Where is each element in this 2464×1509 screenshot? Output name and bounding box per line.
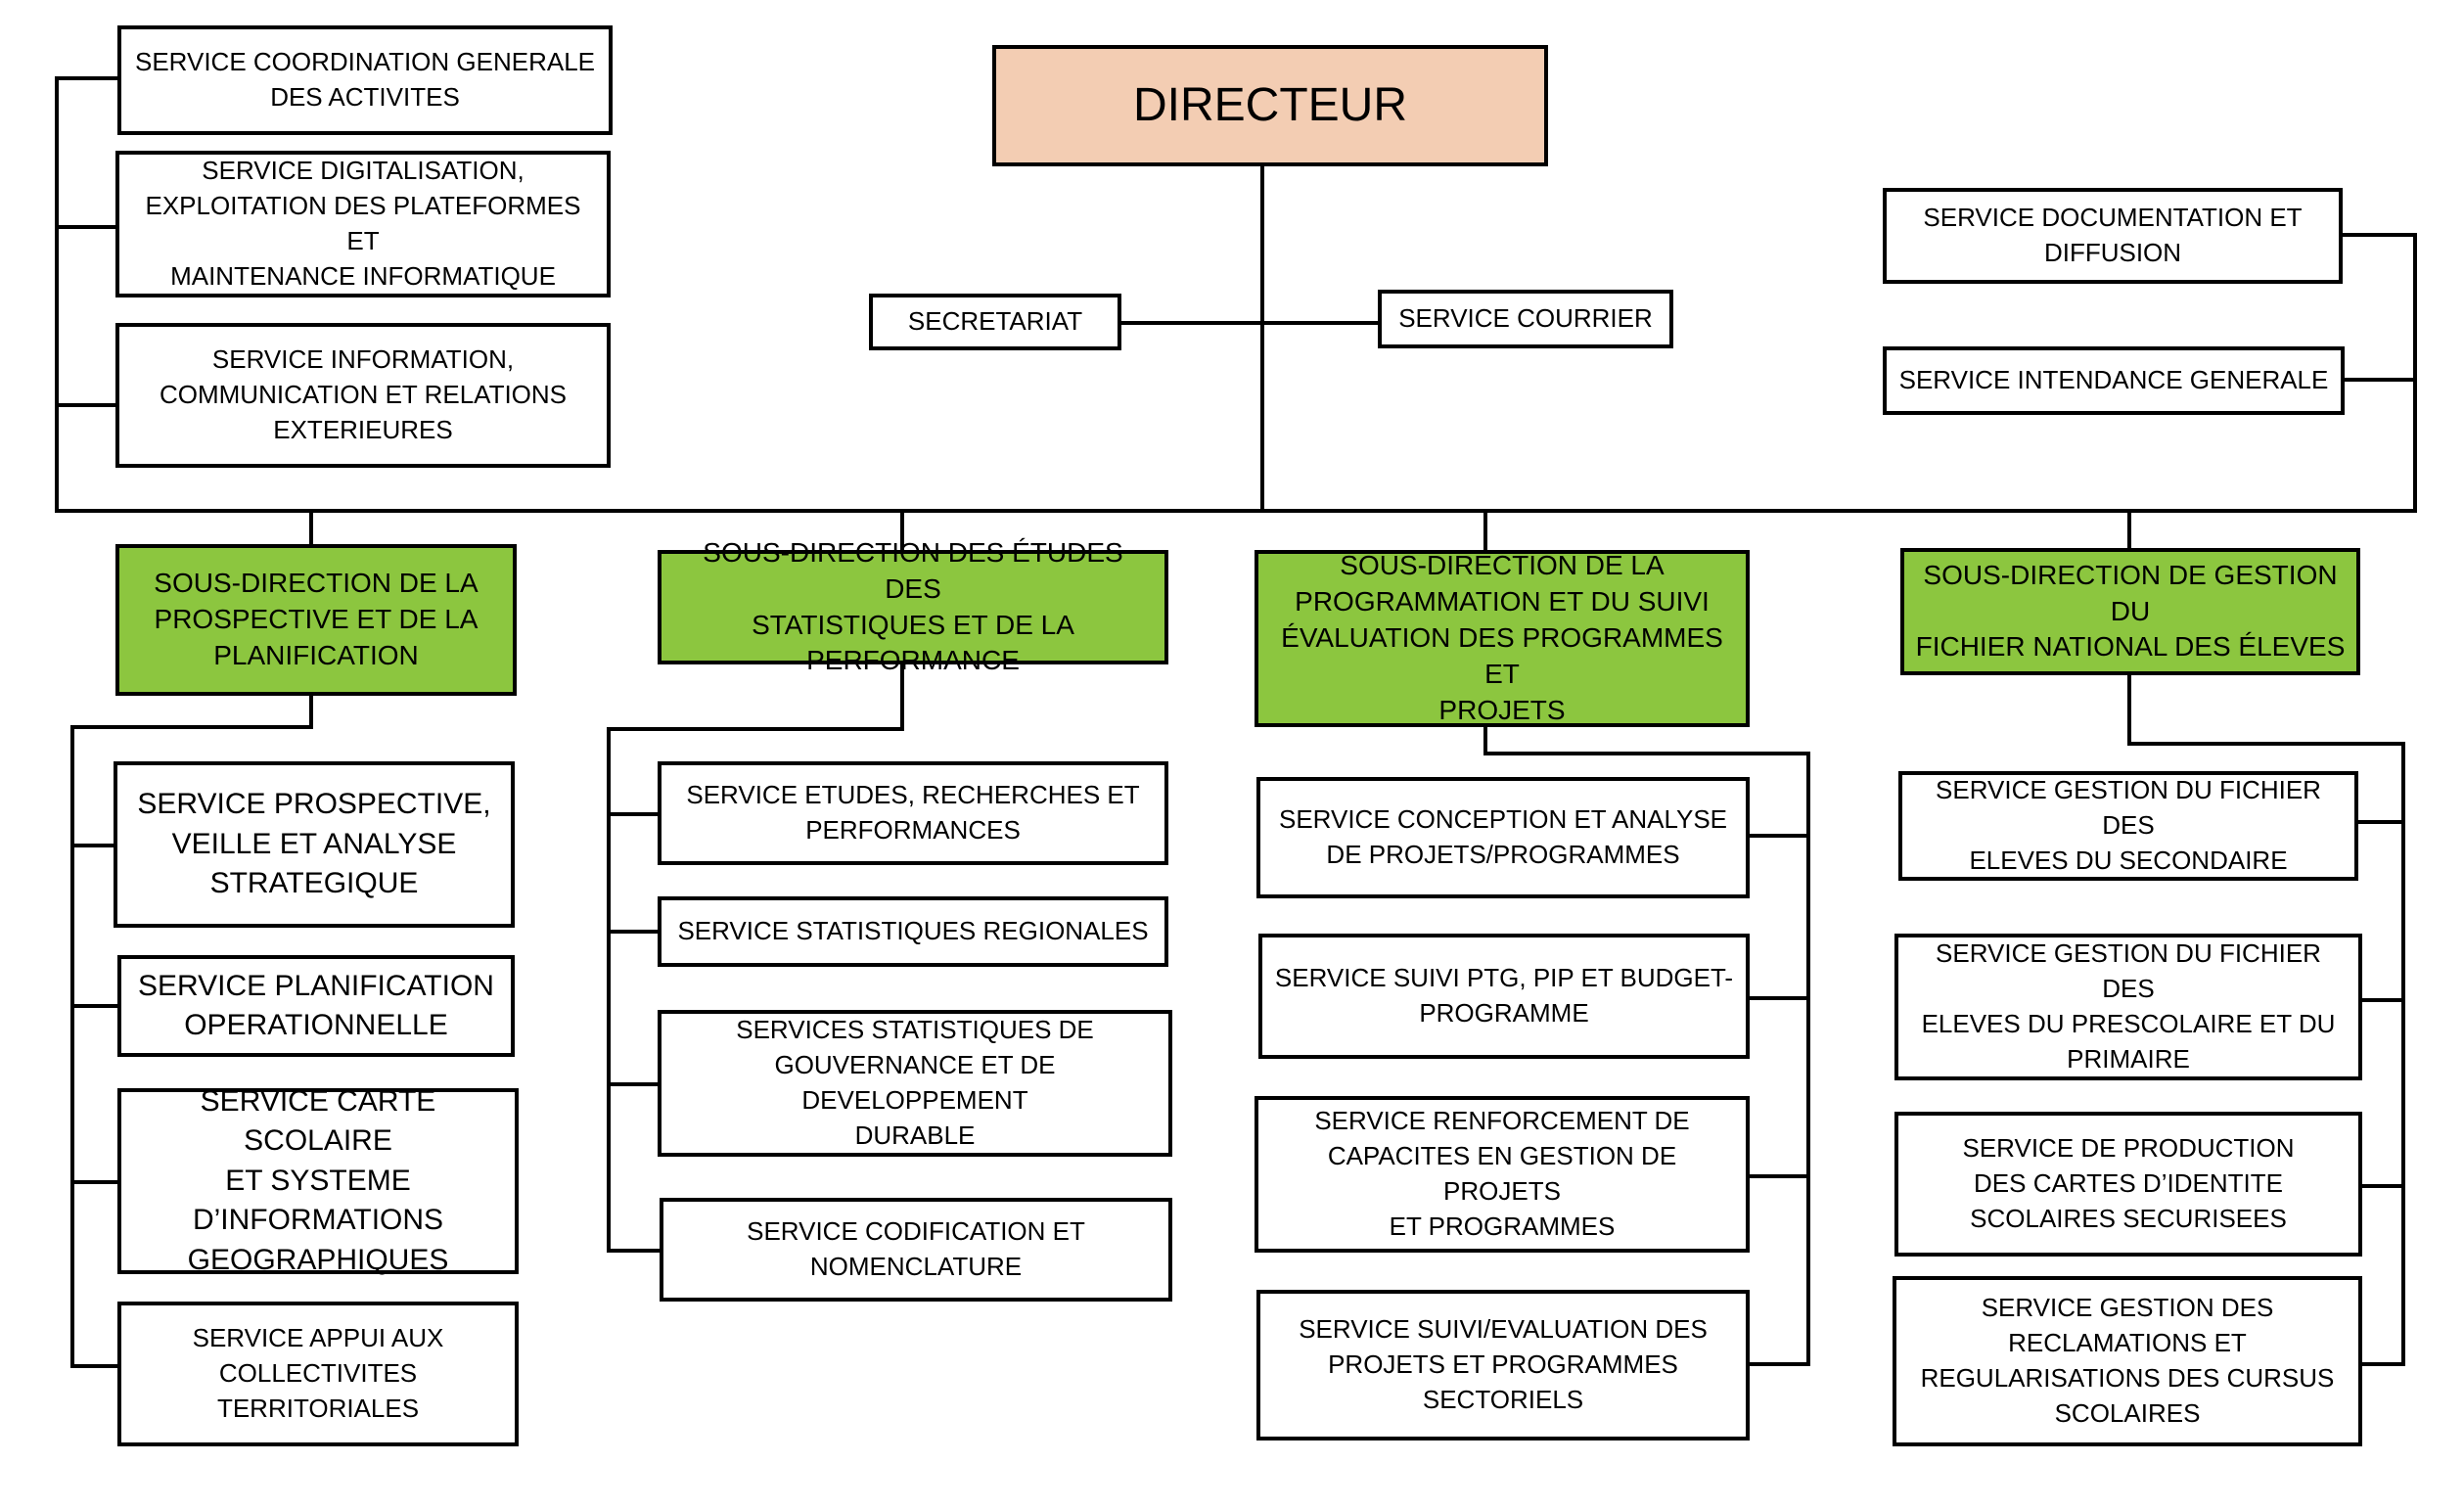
service-suivi-evaluation: SERVICE SUIVI/EVALUATION DES PROJETS ET …	[1256, 1290, 1750, 1440]
service-conception-analyse: SERVICE CONCEPTION ET ANALYSE DE PROJETS…	[1256, 777, 1750, 898]
service-fichier-prescolaire-primaire: SERVICE GESTION DU FICHIER DES ELEVES DU…	[1894, 934, 2362, 1080]
services-statistiques-gouvernance: SERVICES STATISTIQUES DE GOUVERNANCE ET …	[658, 1010, 1172, 1157]
secretariat-box: SECRETARIAT	[869, 294, 1121, 350]
service-prospective: SERVICE PROSPECTIVE, VEILLE ET ANALYSE S…	[114, 761, 515, 928]
service-etudes-recherches: SERVICE ETUDES, RECHERCHES ET PERFORMANC…	[658, 761, 1168, 865]
left-service-coordination: SERVICE COORDINATION GENERALE DES ACTIVI…	[117, 25, 613, 135]
service-fichier-secondaire: SERVICE GESTION DU FICHIER DES ELEVES DU…	[1898, 771, 2358, 881]
right-service-intendance: SERVICE INTENDANCE GENERALE	[1883, 346, 2345, 415]
director-box: DIRECTEUR	[992, 45, 1548, 166]
service-planification: SERVICE PLANIFICATION OPERATIONNELLE	[117, 955, 515, 1057]
service-statistiques-regionales: SERVICE STATISTIQUES REGIONALES	[658, 896, 1168, 967]
service-courrier-box: SERVICE COURRIER	[1378, 290, 1673, 348]
subdirection-programmation: SOUS-DIRECTION DE LA PROGRAMMATION ET DU…	[1255, 550, 1750, 727]
service-codification: SERVICE CODIFICATION ET NOMENCLATURE	[660, 1198, 1172, 1302]
service-reclamations: SERVICE GESTION DES RECLAMATIONS ET REGU…	[1893, 1276, 2362, 1446]
service-suivi-ptg: SERVICE SUIVI PTG, PIP ET BUDGET- PROGRA…	[1258, 934, 1750, 1059]
subdirection-fichier-national: SOUS-DIRECTION DE GESTION DU FICHIER NAT…	[1900, 548, 2360, 675]
service-carte-scolaire: SERVICE CARTE SCOLAIRE ET SYSTEME D’INFO…	[117, 1085, 519, 1276]
subdirection-etudes-statistiques: SOUS-DIRECTION DES ÉTUDES DES STATISTIQU…	[658, 537, 1168, 675]
left-service-digitalisation: SERVICE DIGITALISATION, EXPLOITATION DES…	[115, 151, 611, 297]
service-appui-collectivites: SERVICE APPUI AUX COLLECTIVITES TERRITOR…	[117, 1302, 519, 1446]
right-service-documentation: SERVICE DOCUMENTATION ET DIFFUSION	[1883, 188, 2343, 284]
service-renforcement-capacites: SERVICE RENFORCEMENT DE CAPACITES EN GES…	[1255, 1096, 1750, 1253]
subdirection-prospective: SOUS-DIRECTION DE LA PROSPECTIVE ET DE L…	[115, 544, 517, 696]
service-cartes-identite: SERVICE DE PRODUCTION DES CARTES D’IDENT…	[1894, 1112, 2362, 1257]
left-service-information: SERVICE INFORMATION, COMMUNICATION ET RE…	[115, 323, 611, 468]
